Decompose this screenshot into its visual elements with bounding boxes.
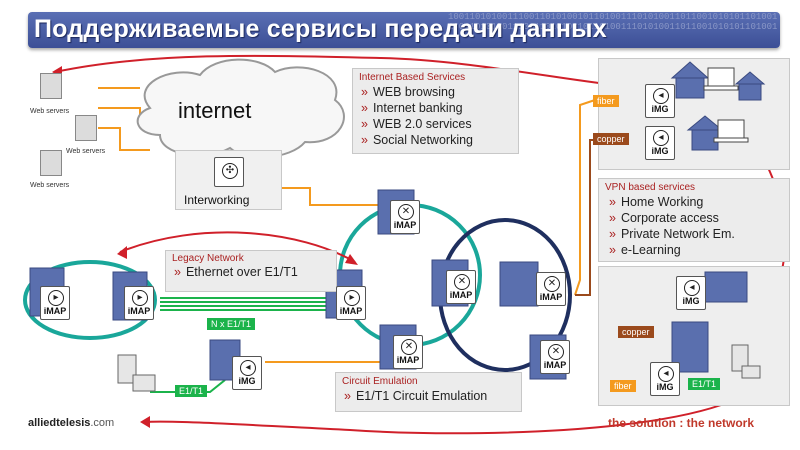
img-device: ◂iMG bbox=[676, 276, 706, 310]
internet-service-item: »WEB browsing bbox=[361, 85, 455, 99]
img-device: ◂iMG bbox=[645, 84, 675, 118]
vpn-service-item: »Corporate access bbox=[609, 211, 719, 225]
switch-icon: ✕ bbox=[454, 274, 470, 290]
binary-decoration: 1001101010011100110101001011010011101010… bbox=[448, 12, 778, 22]
internet-service-item: »Internet banking bbox=[361, 101, 463, 115]
copper-tag: copper bbox=[593, 133, 629, 145]
internet-services-box: Internet Based Services »WEB browsing »I… bbox=[352, 68, 519, 154]
circuit-emulation-item: »E1/T1 Circuit Emulation bbox=[344, 389, 488, 403]
company-logo: alliedtelesis.com bbox=[28, 417, 115, 429]
circuit-emulation-box: Circuit Emulation »E1/T1 Circuit Emulati… bbox=[335, 372, 522, 412]
switch-icon: ▸ bbox=[132, 290, 148, 306]
legacy-network-box: Legacy Network »Ethernet over E1/T1 bbox=[165, 250, 337, 292]
circuit-emulation-title: Circuit Emulation bbox=[342, 376, 418, 387]
imap-device: ✕iMAP bbox=[446, 270, 476, 304]
internet-cloud bbox=[136, 58, 345, 159]
imap-device: ✕iMAP bbox=[540, 340, 570, 374]
internet-service-item: »WEB 2.0 services bbox=[361, 117, 472, 131]
vpn-services-title: VPN based services bbox=[605, 182, 696, 193]
imap-device: ✕iMAP bbox=[536, 272, 566, 306]
company-tagline: the solution : the network bbox=[608, 416, 754, 430]
copper-tag: copper bbox=[618, 326, 654, 338]
imap-device: ▸iMAP bbox=[40, 286, 70, 320]
server-icon bbox=[75, 115, 97, 141]
vpn-service-item: »Home Working bbox=[609, 195, 704, 209]
gateway-icon: ◂ bbox=[653, 88, 669, 104]
internet-services-title: Internet Based Services bbox=[359, 72, 466, 83]
legacy-network-title: Legacy Network bbox=[172, 253, 244, 264]
binary-decoration-2: 1001101010011100110101001011010011101010… bbox=[448, 22, 778, 32]
switch-icon: ▸ bbox=[48, 290, 64, 306]
gateway-icon: ◂ bbox=[653, 130, 669, 146]
page-title: Поддерживаемые сервисы передачи данных bbox=[34, 15, 607, 43]
server-icon bbox=[40, 150, 62, 176]
interworking-box: ✣ Interworking bbox=[175, 150, 282, 210]
web-servers-label: Web servers bbox=[30, 182, 70, 189]
title-bar: 1001101010011100110101001011010011101010… bbox=[28, 12, 780, 48]
switch-icon: ✕ bbox=[544, 276, 560, 292]
switch-icon: ✣ bbox=[222, 163, 238, 179]
switch-icon: ✕ bbox=[398, 204, 414, 220]
web-servers-label: Web servers bbox=[30, 108, 70, 115]
cloud-label: internet bbox=[178, 98, 252, 123]
nxe1t1-tag: N x E1/T1 bbox=[207, 318, 256, 330]
switch-icon: ▸ bbox=[344, 290, 360, 306]
vpn-service-item: »Private Network Em. bbox=[609, 227, 735, 241]
server-icon bbox=[40, 73, 62, 99]
imap-device: ▸iMAP bbox=[124, 286, 154, 320]
gateway-icon: ◂ bbox=[240, 360, 256, 376]
gateway-icon: ◂ bbox=[684, 280, 700, 296]
vpn-services-box: VPN based services »Home Working »Corpor… bbox=[598, 178, 790, 262]
legacy-network-item: »Ethernet over E1/T1 bbox=[174, 265, 298, 279]
home-panel bbox=[598, 58, 790, 170]
switch-icon: ✕ bbox=[548, 344, 564, 360]
imap-device: ✕iMAP bbox=[390, 200, 420, 234]
fiber-tag: fiber bbox=[610, 380, 636, 392]
web-servers-label: Web servers bbox=[66, 148, 106, 155]
switch-icon: ✕ bbox=[401, 339, 417, 355]
imap-device: ▸iMAP bbox=[336, 286, 366, 320]
imap-device: ✕iMAP bbox=[393, 335, 423, 369]
e1t1-tag: E1/T1 bbox=[688, 378, 721, 390]
img-device: ◂iMG bbox=[232, 356, 262, 390]
img-device: ◂iMG bbox=[645, 126, 675, 160]
gateway-icon: ◂ bbox=[658, 366, 674, 382]
e1t1-tag: E1/T1 bbox=[175, 385, 208, 397]
nxe1t1-bundle bbox=[160, 297, 340, 311]
e1t1-link-left bbox=[150, 379, 226, 393]
fiber-tag: fiber bbox=[593, 95, 619, 107]
interworking-device: ✣ bbox=[214, 157, 244, 187]
vpn-service-item: »e-Learning bbox=[609, 243, 681, 257]
legacy-ring bbox=[23, 260, 157, 340]
internet-service-item: »Social Networking bbox=[361, 133, 473, 147]
interworking-label: Interworking bbox=[184, 193, 250, 207]
img-device: ◂iMG bbox=[650, 362, 680, 396]
